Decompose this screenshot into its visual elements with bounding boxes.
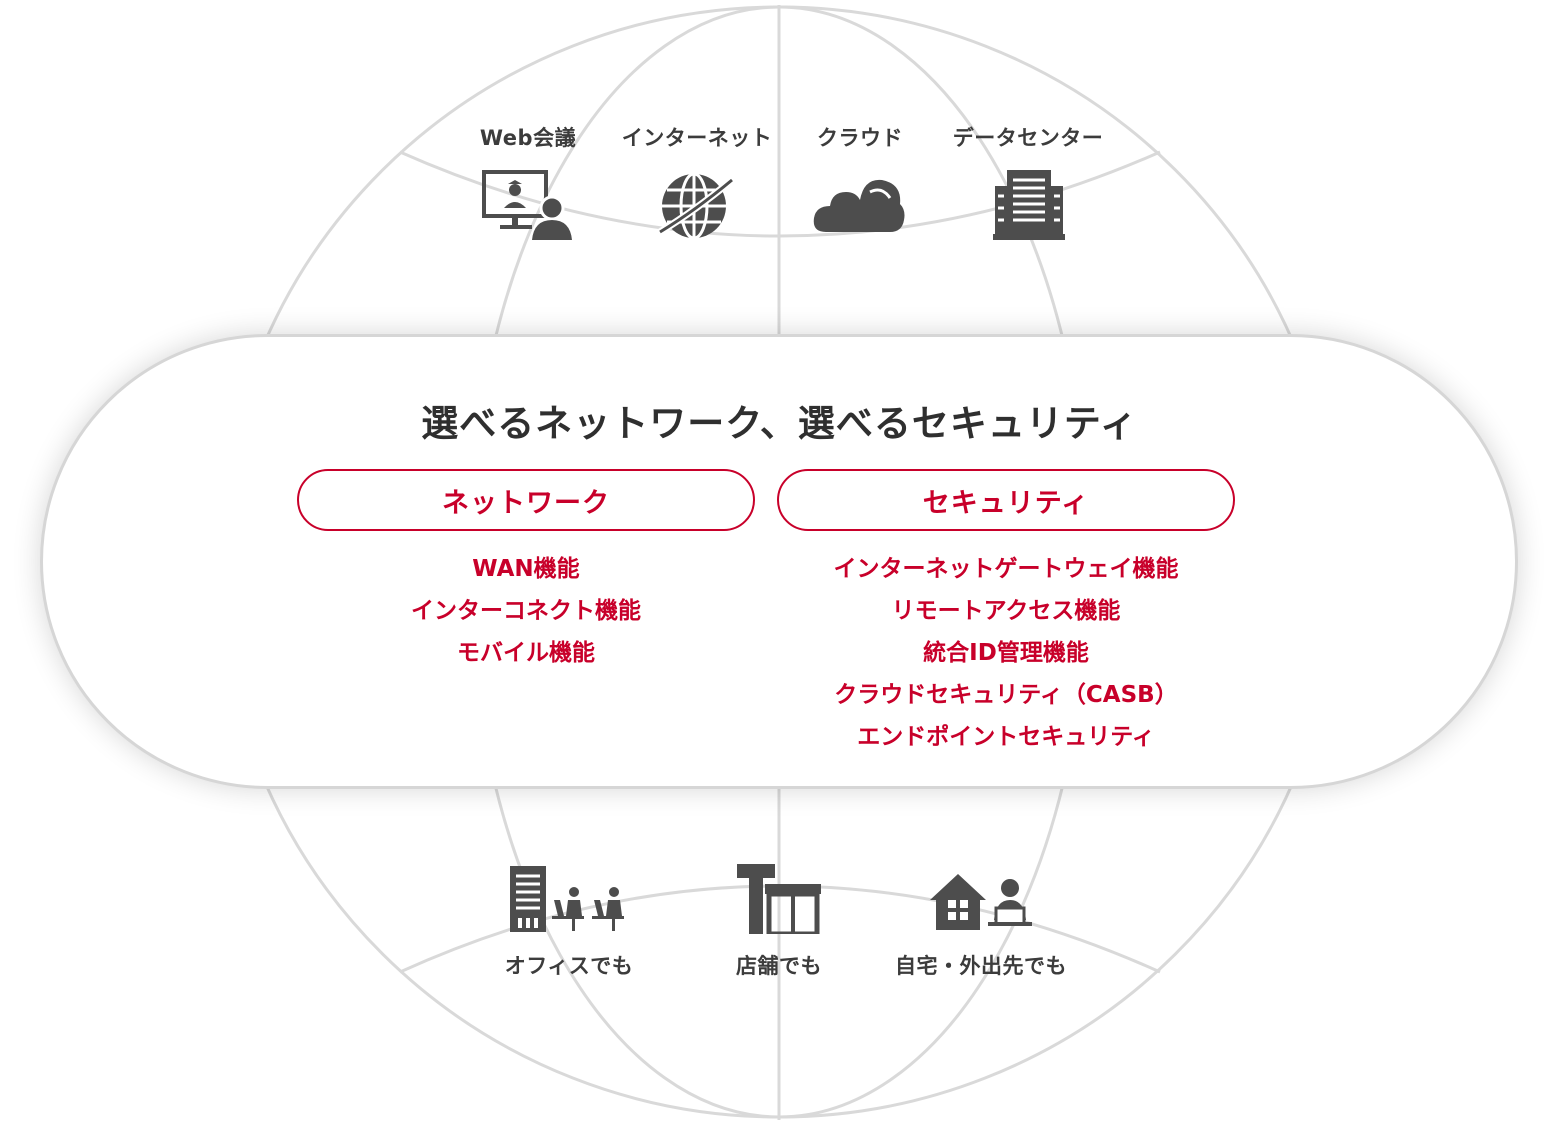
top-label-web-conference: Web会議 (479, 126, 577, 150)
cloud-icon (813, 179, 905, 232)
home-remote-icon (930, 874, 1032, 930)
security-heading: セキュリティ (922, 487, 1090, 519)
central-capsule (40, 334, 1518, 789)
security-feature-list: インターネットゲートウェイ機能 リモートアクセス機能 統合ID管理機能 クラウド… (746, 548, 1266, 758)
top-label-cloud: クラウド (817, 126, 903, 150)
security-feature: 統合ID管理機能 (923, 640, 1089, 666)
store-icon (737, 864, 821, 934)
security-feature: エンドポイントセキュリティ (857, 724, 1155, 750)
web-conference-icon (482, 170, 572, 240)
network-feature: モバイル機能 (457, 640, 595, 666)
network-heading: ネットワーク (442, 487, 610, 519)
security-heading-pill: セキュリティ (777, 469, 1235, 531)
network-feature: インターコネクト機能 (411, 598, 641, 624)
top-label-internet: インターネット (621, 126, 773, 150)
network-feature-list: WAN機能 インターコネクト機能 モバイル機能 (266, 548, 786, 674)
security-feature: クラウドセキュリティ（CASB） (834, 682, 1178, 708)
network-feature: WAN機能 (472, 556, 580, 582)
main-title: 選べるネットワーク、選べるセキュリティ (421, 402, 1138, 445)
internet-globe-icon (658, 172, 735, 240)
security-feature: リモートアクセス機能 (891, 598, 1121, 624)
datacenter-icon (993, 170, 1065, 240)
security-feature: インターネットゲートウェイ機能 (833, 556, 1179, 582)
top-label-datacenter: データセンター (952, 126, 1104, 150)
bottom-label-home-remote: 自宅・外出先でも (895, 954, 1067, 978)
network-heading-pill: ネットワーク (297, 469, 755, 531)
bottom-label-office: オフィスでも (504, 954, 634, 978)
office-icon (510, 866, 624, 932)
bottom-label-store: 店舗でも (736, 954, 822, 978)
